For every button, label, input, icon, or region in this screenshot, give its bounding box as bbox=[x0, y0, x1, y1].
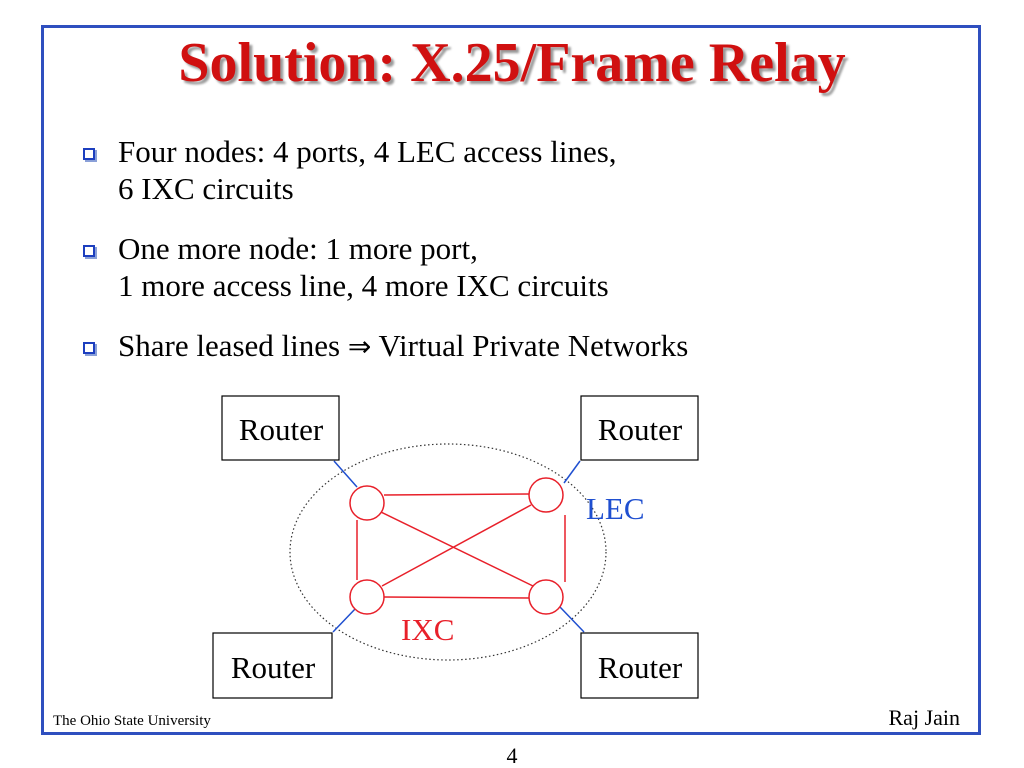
lec-access-line bbox=[333, 460, 358, 488]
router-box: Router bbox=[580, 632, 699, 699]
page-number: 4 bbox=[506, 743, 518, 768]
bullet-item: Share leased lines ⇒ Virtual Private Net… bbox=[80, 327, 980, 365]
bullet-square-icon bbox=[83, 245, 95, 257]
bullet-item: One more node: 1 more port, 1 more acces… bbox=[80, 230, 980, 304]
lec-label: LEC bbox=[586, 491, 645, 526]
router-box: Router bbox=[580, 395, 699, 461]
footer-institution: The Ohio State University bbox=[53, 713, 211, 729]
lec-access-line bbox=[563, 460, 581, 484]
footer-author: Raj Jain bbox=[888, 705, 961, 730]
lec-access-line bbox=[332, 607, 357, 633]
bullet-square-icon bbox=[83, 148, 95, 160]
bullet-text: One more node: 1 more port, bbox=[118, 231, 478, 266]
bullet-text: 6 IXC circuits bbox=[118, 171, 294, 206]
switch-node bbox=[528, 477, 564, 513]
ixc-circuit bbox=[383, 493, 530, 496]
ixc-circuit bbox=[381, 504, 532, 587]
router-label: Router bbox=[598, 412, 683, 447]
bullet-text-post: Virtual Private Networks bbox=[371, 328, 689, 363]
router-label: Router bbox=[231, 650, 316, 685]
slide-frame bbox=[41, 25, 981, 735]
bullet-list: Four nodes: 4 ports, 4 LEC access lines,… bbox=[80, 133, 980, 388]
switch-node bbox=[349, 485, 385, 521]
slide-title: Solution: X.25/Frame Relay bbox=[178, 32, 846, 94]
bullet-text: 1 more access line, 4 more IXC circuits bbox=[118, 268, 609, 303]
bullet-text: Share leased lines ⇒ Virtual Private Net… bbox=[118, 327, 980, 365]
ixc-label: IXC bbox=[401, 612, 454, 647]
bullet-text: Four nodes: 4 ports, 4 LEC access lines, bbox=[118, 134, 617, 169]
bullet-text-pre: Share leased lines bbox=[118, 328, 348, 363]
ixc-circuit bbox=[380, 511, 534, 587]
switch-node bbox=[349, 579, 385, 615]
carrier-cloud bbox=[289, 443, 607, 661]
lec-access-line bbox=[559, 606, 585, 633]
bullet-item: Four nodes: 4 ports, 4 LEC access lines,… bbox=[80, 133, 980, 207]
ixc-mesh bbox=[356, 493, 566, 599]
bullet-square-icon bbox=[83, 342, 95, 354]
router-box: Router bbox=[221, 395, 340, 461]
router-label: Router bbox=[598, 650, 683, 685]
ixc-circuit bbox=[383, 596, 531, 599]
router-label: Router bbox=[239, 412, 324, 447]
implies-arrow-icon: ⇒ bbox=[347, 330, 372, 363]
router-box: Router bbox=[212, 632, 333, 699]
switch-node bbox=[528, 579, 564, 615]
switch-nodes bbox=[349, 477, 564, 615]
